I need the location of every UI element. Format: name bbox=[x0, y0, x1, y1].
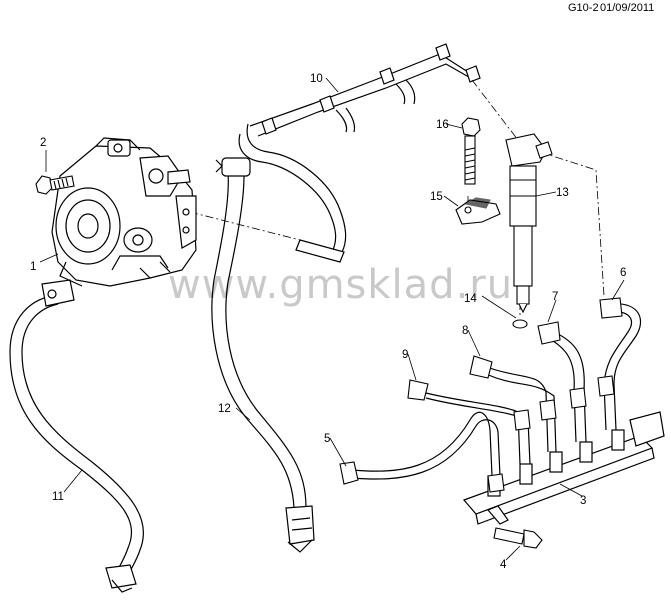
hose-11 bbox=[9, 279, 145, 593]
callout-5: 5 bbox=[324, 433, 330, 445]
high-pressure-pump-1 bbox=[51, 137, 197, 287]
fuel-rail-3 bbox=[462, 411, 665, 525]
hose-12 bbox=[211, 157, 315, 553]
clamp-15 bbox=[455, 197, 501, 225]
callout-14: 14 bbox=[464, 293, 477, 305]
bolt-4 bbox=[493, 527, 543, 549]
injector-13 bbox=[505, 133, 553, 314]
callout-13: 13 bbox=[556, 187, 569, 199]
callout-7: 7 bbox=[552, 291, 558, 303]
callout-12: 12 bbox=[218, 403, 231, 415]
callouts: 1 2 3 4 5 6 7 8 9 10 11 12 13 14 15 16 bbox=[30, 73, 626, 571]
line-fittings bbox=[339, 297, 623, 493]
callout-9: 9 bbox=[402, 349, 408, 361]
callout-16: 16 bbox=[436, 119, 449, 131]
diagram-date: 01/09/2011 bbox=[600, 2, 655, 14]
diagram-code: G10-2 bbox=[568, 2, 599, 14]
callout-4: 4 bbox=[500, 559, 507, 571]
seal-washer-14 bbox=[512, 319, 528, 329]
callout-8: 8 bbox=[462, 325, 468, 337]
callout-1: 1 bbox=[30, 261, 36, 273]
leakoff-line-10 bbox=[238, 43, 481, 263]
callout-11: 11 bbox=[52, 491, 64, 503]
callout-3: 3 bbox=[580, 495, 586, 507]
callout-2: 2 bbox=[40, 137, 46, 149]
watermark-text: www.gmsklad.ru bbox=[168, 262, 513, 308]
callout-10: 10 bbox=[310, 73, 323, 85]
callout-6: 6 bbox=[620, 267, 626, 279]
bolt-2 bbox=[35, 175, 75, 195]
callout-15: 15 bbox=[430, 191, 443, 203]
bolt-16 bbox=[461, 117, 481, 185]
leader-lines bbox=[39, 77, 625, 561]
